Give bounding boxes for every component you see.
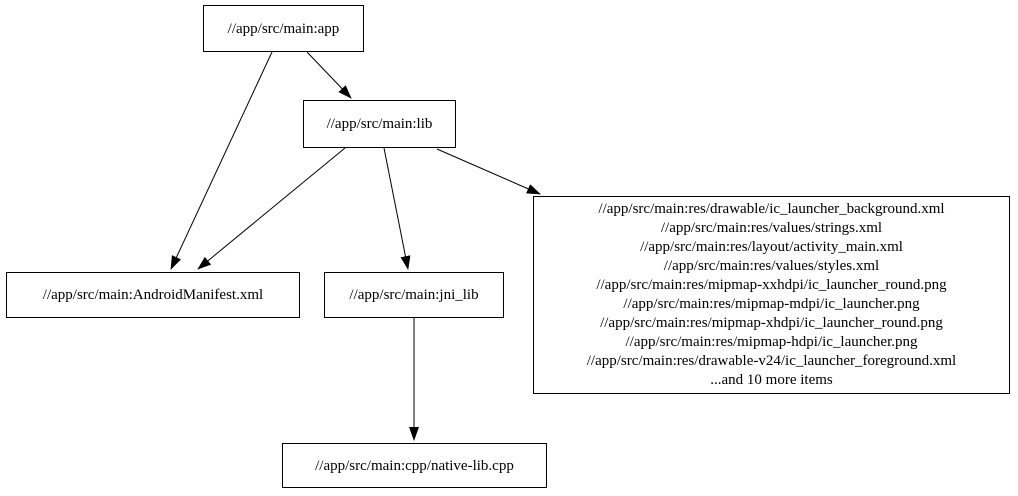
graph-node-app: //app/src/main:app bbox=[203, 5, 364, 52]
res-more-items-note: ...and 10 more items bbox=[710, 372, 833, 389]
graph-node-android-manifest-label: //app/src/main:AndroidManifest.xml bbox=[42, 287, 264, 303]
graph-node-android-manifest: //app/src/main:AndroidManifest.xml bbox=[6, 272, 300, 318]
edge-lib-to-manifest bbox=[197, 147, 346, 270]
res-file-item: //app/src/main:res/values/styles.xml bbox=[663, 257, 880, 274]
res-file-item: //app/src/main:res/layout/activity_main.… bbox=[640, 238, 903, 255]
res-file-item: //app/src/main:res/drawable-v24/ic_launc… bbox=[586, 353, 957, 370]
graph-node-native-lib-cpp-label: //app/src/main:cpp/native-lib.cpp bbox=[315, 457, 514, 474]
edge-app-to-manifest bbox=[170, 51, 273, 270]
res-file-item: //app/src/main:res/mipmap-mdpi/ic_launch… bbox=[623, 296, 920, 312]
res-file-item: //app/src/main:res/mipmap-xxhdpi/ic_laun… bbox=[596, 276, 947, 293]
graph-node-native-lib-cpp: //app/src/main:cpp/native-lib.cpp bbox=[282, 443, 547, 488]
edge-app-to-lib bbox=[306, 51, 352, 99]
res-file-item: //app/src/main:res/values/strings.xml bbox=[660, 219, 883, 236]
graph-node-lib: //app/src/main:lib bbox=[303, 100, 456, 148]
graph-node-app-label: //app/src/main:app bbox=[227, 20, 340, 37]
edge-lib-to-jni-lib bbox=[383, 147, 411, 270]
res-file-item: //app/src/main:res/mipmap-hdpi/ic_launch… bbox=[625, 334, 918, 351]
res-file-item: //app/src/main:res/drawable/ic_launcher_… bbox=[598, 200, 945, 217]
edge-lib-to-res bbox=[436, 148, 541, 195]
res-file-item: //app/src/main:res/mipmap-xhdpi/ic_launc… bbox=[600, 315, 943, 332]
graph-node-res-file-group: //app/src/main:res/drawable/ic_launcher_… bbox=[533, 196, 1010, 394]
graph-node-lib-label: //app/src/main:lib bbox=[326, 116, 433, 132]
graph-node-jni-lib: //app/src/main:jni_lib bbox=[324, 272, 504, 318]
graph-node-jni-lib-label: //app/src/main:jni_lib bbox=[349, 287, 479, 303]
